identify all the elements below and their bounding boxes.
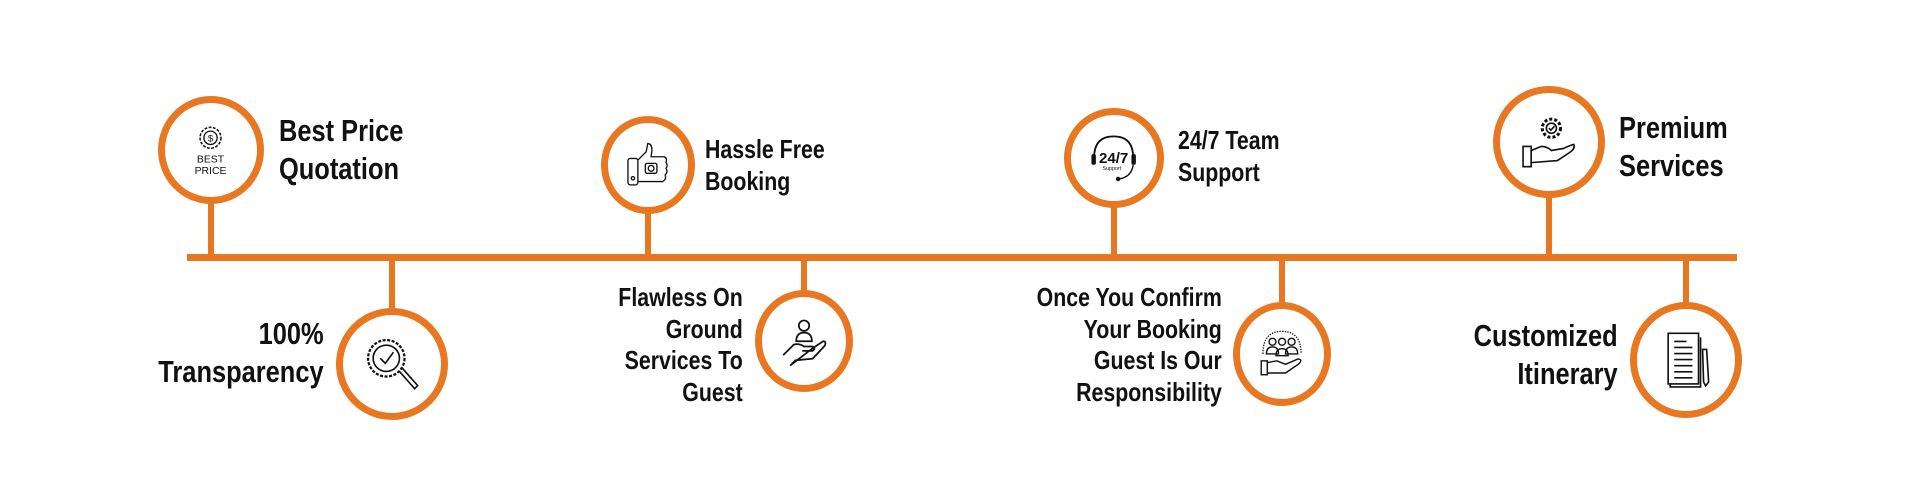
- label-line: Ground: [666, 313, 743, 344]
- gear-hand-icon: [1521, 117, 1575, 168]
- label-line: Flawless On: [618, 282, 743, 312]
- label-line: Booking: [705, 165, 791, 196]
- label-line: Support: [1178, 156, 1260, 187]
- document-pen-icon: [1666, 332, 1710, 389]
- thumbs-up-icon: [627, 142, 669, 186]
- itinerary-label: Customized Itinerary: [1474, 317, 1618, 393]
- stem: [1546, 194, 1552, 256]
- stem: [208, 200, 214, 256]
- label-line: Hassle Free: [705, 134, 825, 164]
- timeline-line: [187, 254, 1737, 261]
- flawless-circle: [755, 290, 853, 392]
- label-line: Itinerary: [1517, 355, 1618, 391]
- hassle-free-circle: [601, 116, 695, 214]
- premium-label: Premium Services: [1619, 109, 1728, 185]
- headset-24-7-icon: 24/7 Support: [1091, 135, 1137, 182]
- flawless-label: Flawless On Ground Services To Guest: [619, 282, 743, 409]
- group-hand-icon: [1260, 330, 1302, 376]
- label-line: Guest: [682, 377, 743, 408]
- stem: [645, 210, 651, 256]
- best-price-label: Best Price Quotation: [279, 112, 403, 188]
- label-line: Your Booking: [1083, 313, 1222, 344]
- best-price-badge-icon: $ BEST PRICE: [195, 126, 227, 177]
- responsibility-circle: [1233, 302, 1331, 406]
- label-line: Premium: [1619, 110, 1728, 145]
- premium-circle: [1493, 86, 1605, 198]
- hassle-free-label: Hassle Free Booking: [705, 134, 825, 197]
- svg-text:BEST: BEST: [197, 154, 225, 165]
- svg-text:PRICE: PRICE: [195, 166, 227, 177]
- label-line: Services To: [624, 345, 743, 376]
- stem: [1111, 204, 1117, 256]
- magnifier-check-icon: [366, 338, 419, 390]
- stem: [1683, 258, 1689, 308]
- svg-text:$: $: [208, 133, 214, 144]
- responsibility-label: Once You Confirm Your Booking Guest Is O…: [1037, 282, 1222, 409]
- svg-text:Support: Support: [1103, 166, 1122, 172]
- stem: [389, 258, 395, 312]
- label-line: Responsibility: [1076, 377, 1222, 408]
- label-line: 24/7 Team: [1178, 125, 1280, 155]
- transparency-label: 100% Transparency: [159, 315, 324, 391]
- label-line: Best Price: [279, 113, 404, 148]
- support-circle: 24/7 Support: [1064, 108, 1164, 208]
- label-line: Transparency: [158, 353, 324, 389]
- label-line: Guest Is Our: [1094, 345, 1222, 376]
- person-hand-icon: [782, 319, 827, 366]
- stem: [1279, 258, 1285, 306]
- svg-text:24/7: 24/7: [1099, 150, 1128, 167]
- label-line: Once You Confirm: [1036, 282, 1222, 312]
- label-line: Services: [1619, 147, 1724, 183]
- best-price-circle: $ BEST PRICE: [158, 96, 264, 204]
- transparency-circle: [336, 308, 448, 420]
- itinerary-circle: [1630, 302, 1742, 418]
- label-line: Customized: [1473, 318, 1618, 353]
- support-label: 24/7 Team Support: [1178, 125, 1280, 188]
- label-line: Quotation: [279, 150, 400, 186]
- label-line: 100%: [258, 316, 324, 351]
- stem: [801, 258, 807, 294]
